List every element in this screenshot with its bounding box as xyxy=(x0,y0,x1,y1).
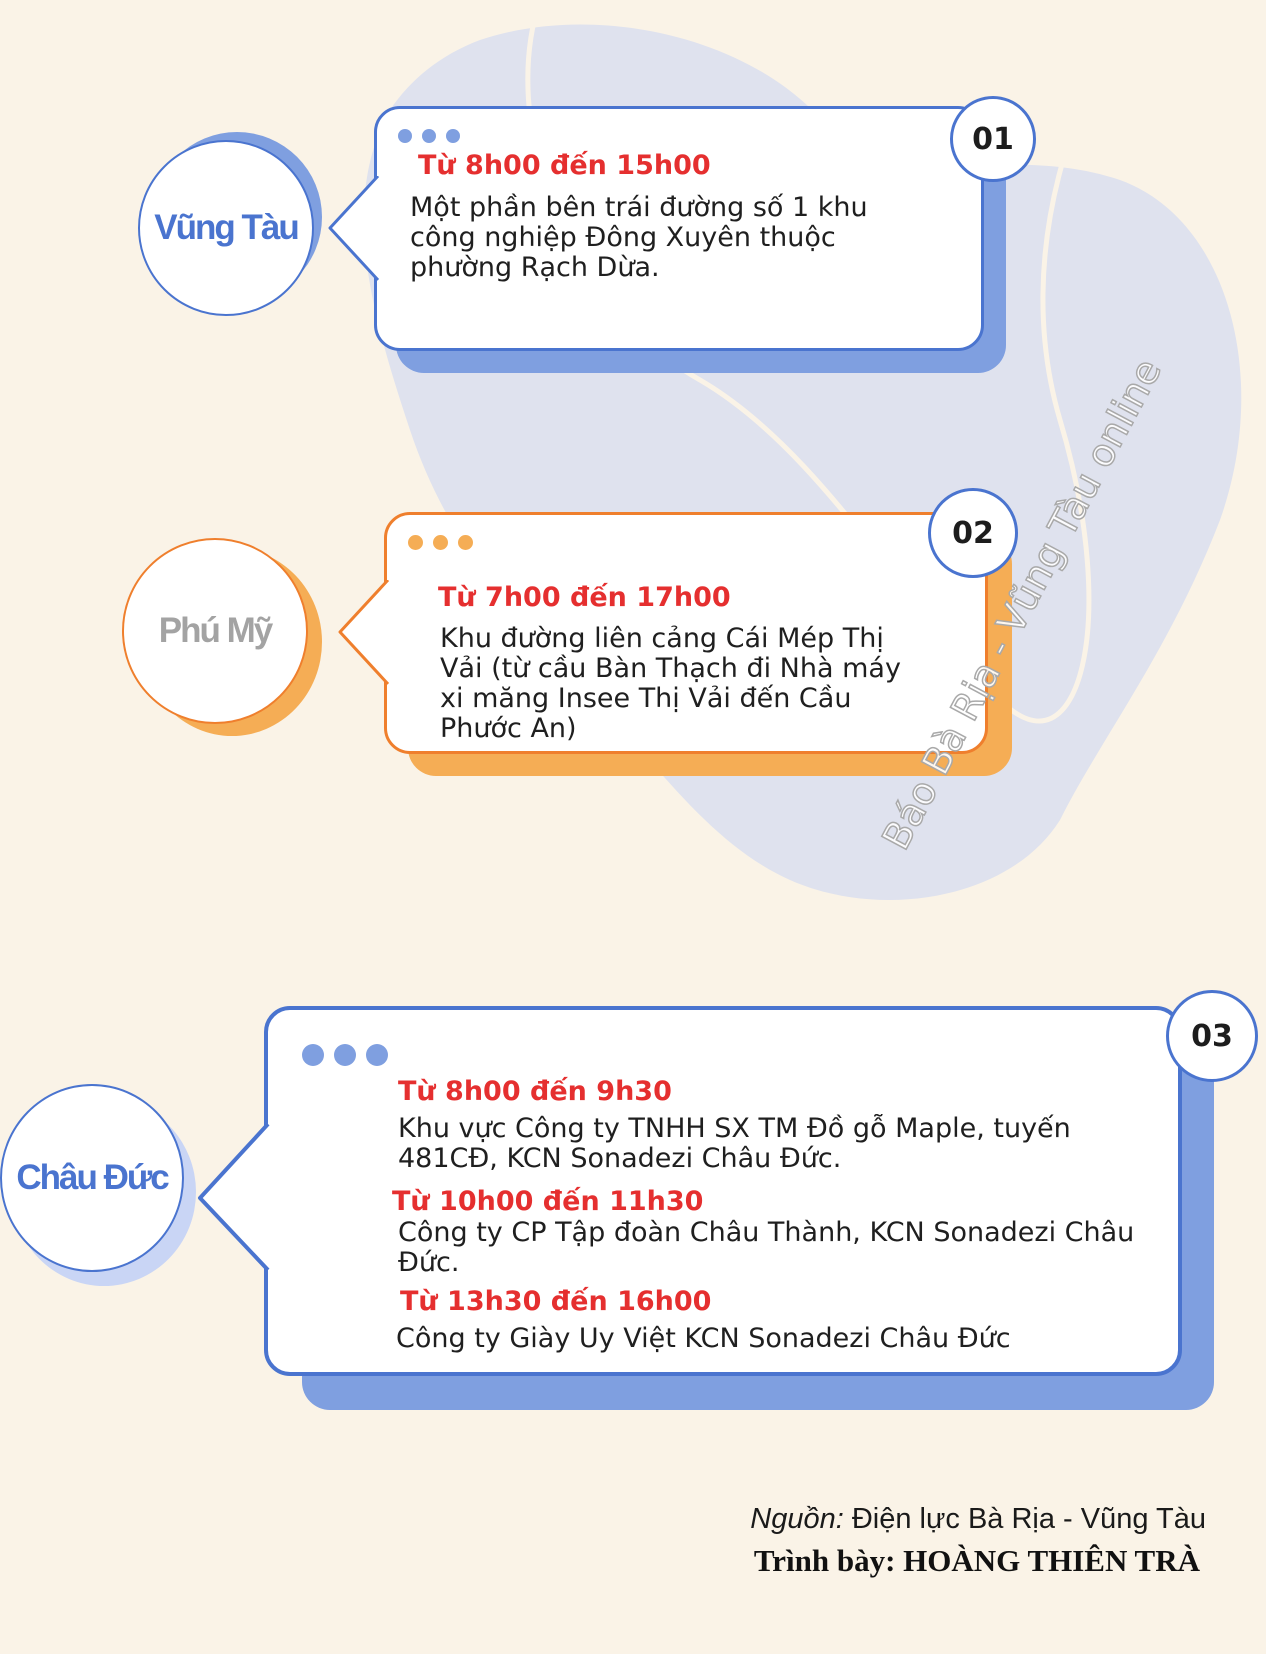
area-name-vung-tau: Vũng Tàu xyxy=(154,208,299,247)
area-circle-phu-my: Phú Mỹ xyxy=(122,538,308,724)
card-number-03: 03 xyxy=(1166,990,1258,1082)
card-number-01: 01 xyxy=(950,96,1036,182)
info-card-02 xyxy=(384,512,988,754)
location-description: Một phần bên trái đường số 1 khu công ng… xyxy=(410,192,868,283)
location-description: Khu đường liên cảng Cái Mép Thị Vải (từ … xyxy=(440,623,901,744)
time-range: Từ 8h00 đến 9h30 xyxy=(398,1076,672,1107)
dot-icon xyxy=(302,1044,324,1066)
area-circle-vung-tau: Vũng Tàu xyxy=(138,140,314,316)
time-range: Từ 7h00 đến 17h00 xyxy=(438,582,731,613)
credit-line: Trình bày: HOÀNG THIÊN TRÀ xyxy=(753,1543,1200,1578)
window-dots-02 xyxy=(408,535,473,550)
card-tail-03 xyxy=(198,1124,270,1272)
info-card-01 xyxy=(374,106,984,351)
card-tail-01 xyxy=(328,176,380,282)
card-number-02: 02 xyxy=(928,488,1018,578)
dot-icon xyxy=(408,535,423,550)
window-dots-03 xyxy=(302,1044,388,1066)
source-value: Điện lực Bà Rịa - Vũng Tàu xyxy=(851,1503,1206,1535)
info-card-03 xyxy=(264,1006,1182,1376)
area-circle-chau-duc: Châu Đức xyxy=(0,1084,184,1272)
window-dots-01 xyxy=(398,129,460,143)
source-line: Nguồn: Điện lực Bà Rịa - Vũng Tàu xyxy=(750,1503,1206,1536)
location-description: Công ty Giày Uy Việt KCN Sonadezi Châu Đ… xyxy=(396,1323,1011,1354)
area-name-chau-duc: Châu Đức xyxy=(16,1158,169,1197)
dot-icon xyxy=(458,535,473,550)
dot-icon xyxy=(433,535,448,550)
area-name-phu-my: Phú Mỹ xyxy=(158,611,273,650)
time-range: Từ 13h30 đến 16h00 xyxy=(400,1286,712,1317)
time-range: Từ 8h00 đến 15h00 xyxy=(418,150,711,181)
dot-icon xyxy=(366,1044,388,1066)
dot-icon xyxy=(334,1044,356,1066)
card-tail-02 xyxy=(338,580,390,686)
time-range: Từ 10h00 đến 11h30 xyxy=(392,1186,704,1217)
location-description: Công ty CP Tập đoàn Châu Thành, KCN Sona… xyxy=(398,1217,1135,1278)
dot-icon xyxy=(398,129,412,143)
dot-icon xyxy=(422,129,436,143)
location-description: Khu vực Công ty TNHH SX TM Đồ gỗ Maple, … xyxy=(398,1113,1071,1174)
source-label: Nguồn: xyxy=(750,1503,844,1535)
dot-icon xyxy=(446,129,460,143)
